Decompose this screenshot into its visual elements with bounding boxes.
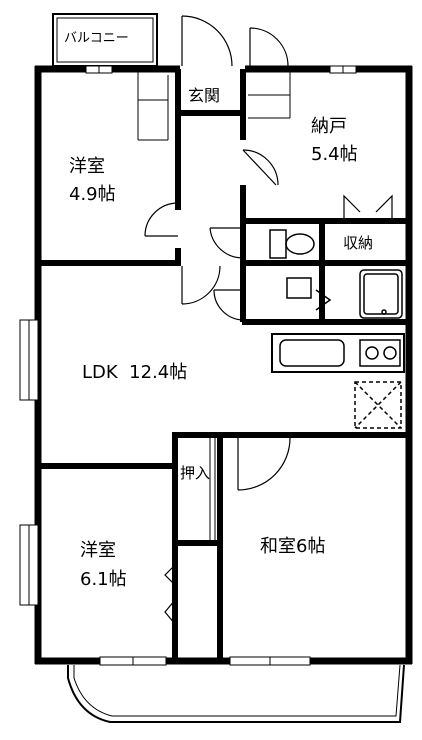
bathtub xyxy=(359,269,403,319)
stove-burner xyxy=(365,346,379,360)
doors xyxy=(144,15,393,625)
storage-room-name: 納戸 xyxy=(311,116,347,137)
kitchen-counter xyxy=(271,333,405,373)
western-room-2-size: 6.1帖 xyxy=(80,569,127,590)
washbasin xyxy=(286,277,312,299)
stove xyxy=(359,339,401,367)
entrance-label: 玄関 xyxy=(188,86,220,105)
western-room-1-size: 4.9帖 xyxy=(69,184,116,205)
toilet xyxy=(269,229,287,259)
windows xyxy=(19,65,357,666)
stove-burner xyxy=(383,346,397,360)
western-room-1-name: 洋室 xyxy=(69,156,105,177)
interior-walls xyxy=(38,69,409,661)
room-labels: 玄関 納戸 5.4帖 洋室 4.9帖 収納 LDK 12.4帖 押入 洋室 6.… xyxy=(69,82,373,590)
balcony-bottom xyxy=(67,664,405,723)
toilet-bowl xyxy=(285,233,315,255)
kitchen-sink xyxy=(279,339,345,367)
japanese-room-label: 和室6帖 xyxy=(260,536,325,557)
storage-room-size: 5.4帖 xyxy=(311,144,358,165)
balcony-label: バルコニー xyxy=(64,31,129,46)
fridge-space xyxy=(354,381,402,429)
ldk-label: LDK 12.4帖 xyxy=(82,362,187,383)
fixtures xyxy=(269,229,405,429)
closet-label: 収納 xyxy=(343,234,373,252)
oshiire-label: 押入 xyxy=(180,464,210,482)
western-room-2-name: 洋室 xyxy=(80,540,116,561)
balcony-top: バルコニー xyxy=(52,13,158,67)
wall-detail-lines xyxy=(137,69,291,540)
